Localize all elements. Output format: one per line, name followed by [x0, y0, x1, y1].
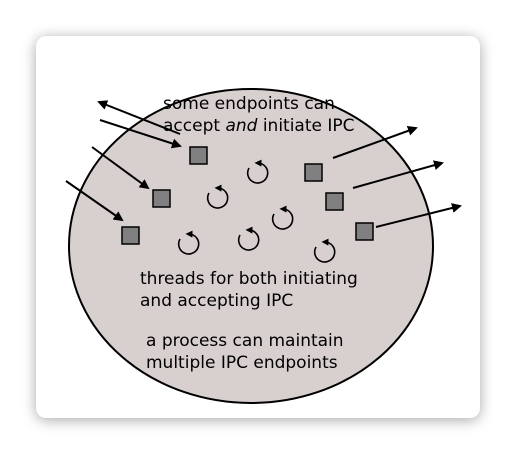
outgoing-arrow-right-3 [375, 203, 462, 228]
thread-icon [237, 226, 260, 251]
endpoint-square [189, 146, 208, 165]
process-ellipse [68, 88, 434, 404]
endpoints-label-line1: some endpoints can [163, 94, 335, 114]
threads-label-line1: threads for both initiating [140, 269, 358, 289]
endpoint-square [325, 192, 344, 211]
outgoing-arrow-right-2 [352, 160, 444, 189]
endpoints-label-line2-pre: accept [163, 116, 225, 136]
thread-icon [271, 205, 294, 230]
endpoint-square [355, 222, 374, 241]
thread-icon [206, 184, 229, 209]
incoming-arrow-left-1 [99, 119, 182, 149]
process-label-line1: a process can maintain [146, 331, 344, 351]
endpoint-square [152, 189, 171, 208]
incoming-arrow-left-3 [65, 180, 124, 222]
endpoints-label-line2-post: initiate IPC [257, 116, 354, 136]
endpoints-label-line2: accept and initiate IPC [163, 116, 355, 136]
thread-icon [177, 230, 200, 255]
endpoints [121, 146, 374, 245]
threads [177, 159, 336, 263]
ipc-arrows [65, 100, 462, 228]
thread-icon [246, 159, 269, 184]
threads-label-line2: and accepting IPC [140, 291, 293, 311]
incoming-arrow-left-2 [91, 146, 150, 190]
process-label-line2: multiple IPC endpoints [146, 353, 338, 373]
outgoing-arrow-left-top [97, 100, 181, 135]
thread-icon [313, 238, 336, 263]
endpoint-square [121, 226, 140, 245]
endpoints-label-line2-emphasis: and [225, 116, 257, 136]
endpoint-square [304, 163, 323, 182]
outgoing-arrow-right-1 [332, 126, 418, 159]
